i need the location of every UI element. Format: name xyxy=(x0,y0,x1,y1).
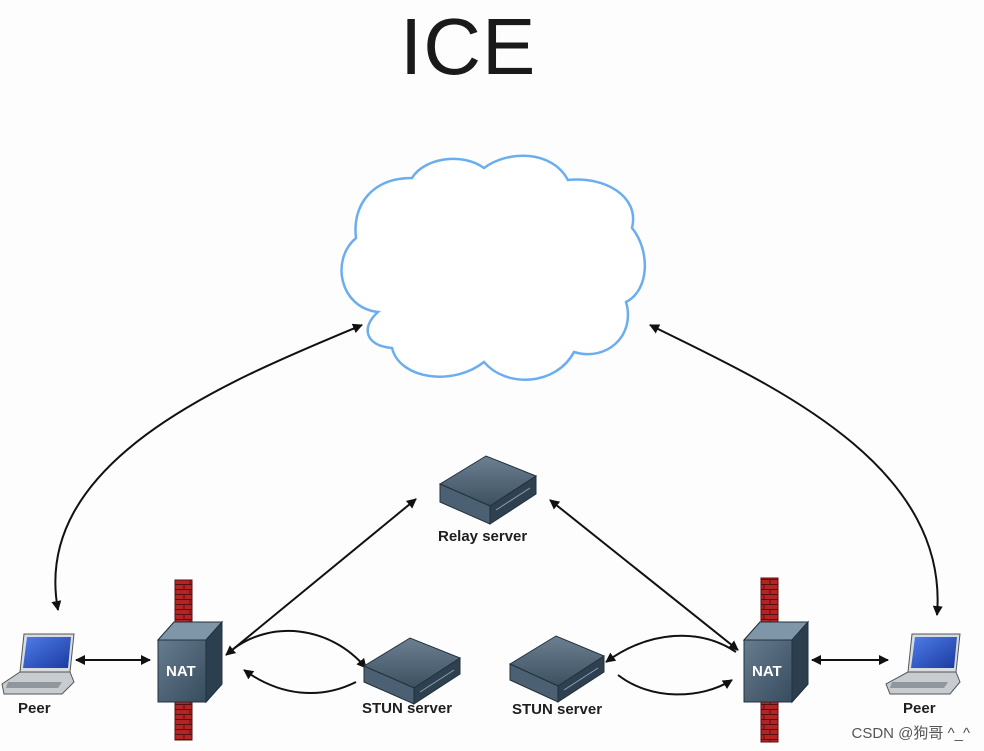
watermark: CSDN @狗哥 ^_^ xyxy=(851,725,970,742)
laptop-left-icon xyxy=(1,633,75,695)
nat-right-device: NAT xyxy=(742,620,810,704)
internet-cloud xyxy=(340,154,646,381)
arrow-peer-right-cloud xyxy=(649,324,943,616)
arrow-nat-right-relay xyxy=(549,499,739,651)
stun-server-left-label: STUN server xyxy=(362,700,453,717)
stun-server-left-device xyxy=(362,637,462,705)
arrow-stun-left-to-nat-left xyxy=(243,669,357,695)
arrow-nat-right-to-stun-right xyxy=(605,634,737,663)
nat-right-label: NAT xyxy=(752,663,782,680)
nat-left-device: NAT xyxy=(156,620,224,704)
arrow-peer-left-cloud xyxy=(51,323,363,611)
arrow-nat-left-relay xyxy=(225,498,417,656)
stun-server-right-device xyxy=(508,635,606,703)
diagram-title: ICE xyxy=(400,2,537,91)
laptop-right-icon xyxy=(885,633,961,695)
relay-server-device xyxy=(438,455,538,525)
nat-left-label: NAT xyxy=(166,663,196,680)
arrow-nat-left-to-stun-left xyxy=(231,630,367,669)
relay-server-label: Relay server xyxy=(438,528,528,545)
peer-left-label: Peer xyxy=(18,700,51,717)
arrow-stun-right-to-nat-right xyxy=(617,674,733,696)
stun-server-right-label: STUN server xyxy=(512,701,603,718)
peer-right-label: Peer xyxy=(903,700,936,717)
